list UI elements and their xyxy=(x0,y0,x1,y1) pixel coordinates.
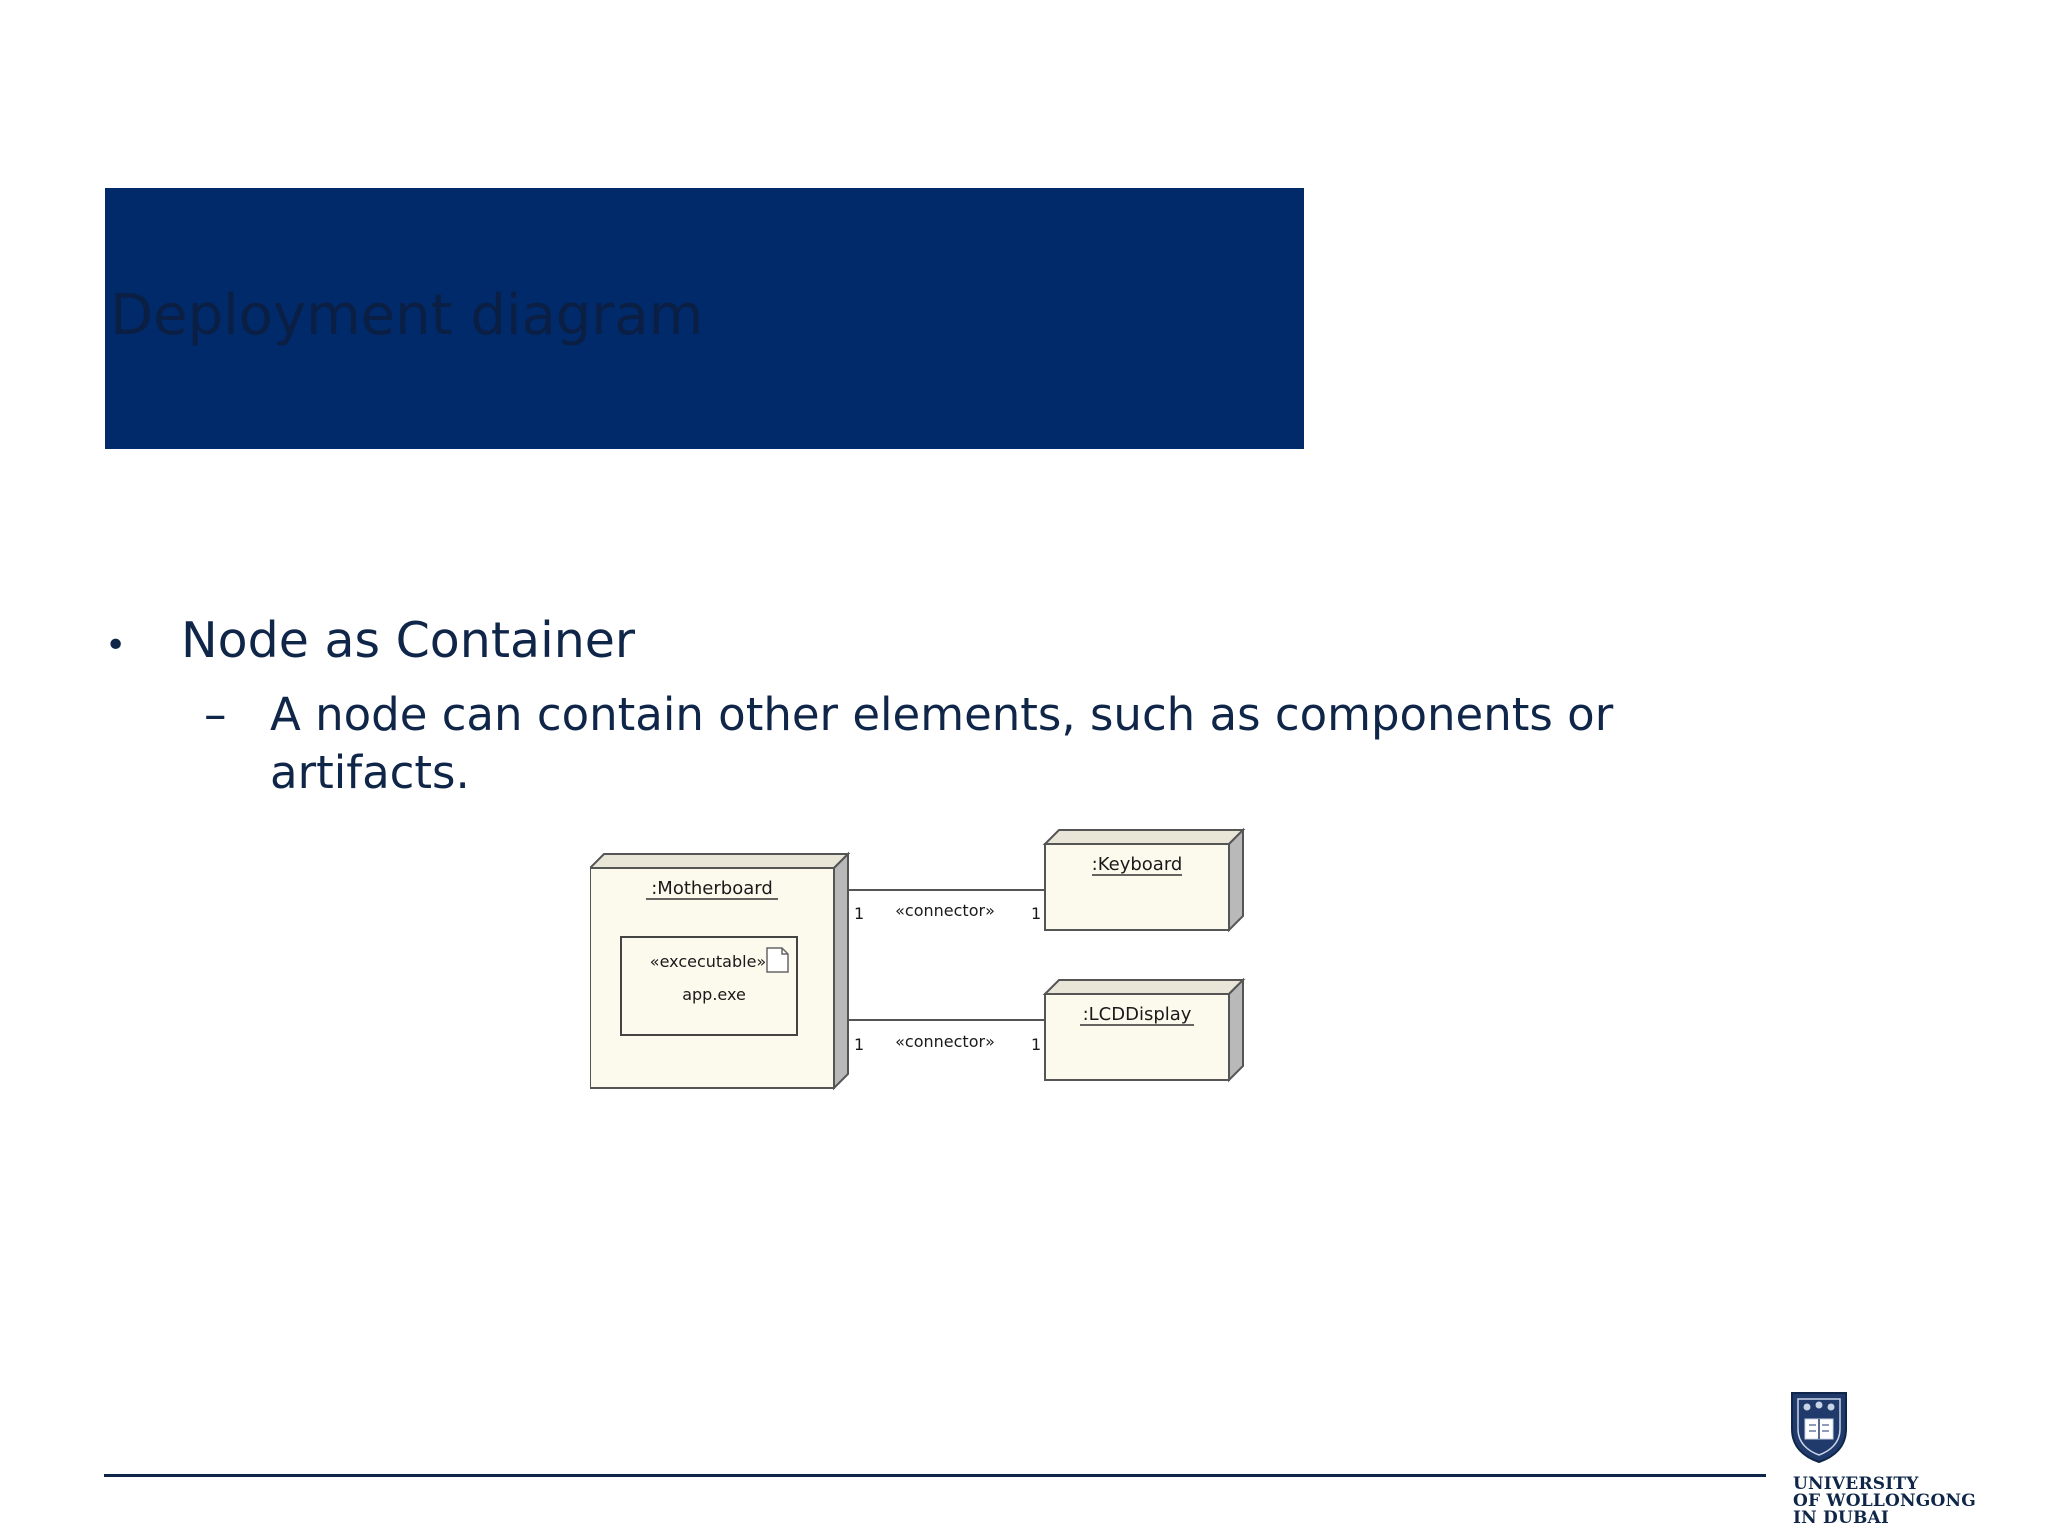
keyboard-label: :Keyboard xyxy=(1092,854,1183,875)
connector-bottom-mult-left: 1 xyxy=(854,1035,864,1054)
sub-bullet-text: A node can contain other elements, such … xyxy=(270,688,1614,799)
footer-divider xyxy=(104,1474,1766,1477)
bullet-marker: • xyxy=(105,625,127,666)
university-logo-text: UNIVERSITY OF WOLLONGONG IN DUBAI xyxy=(1793,1476,1976,1527)
lcd-display-label: :LCDDisplay xyxy=(1083,1004,1192,1025)
sub-bullet-item: – A node can contain other elements, suc… xyxy=(204,686,1750,802)
connector-top-label: «connector» xyxy=(895,901,995,920)
bullet-text: Node as Container xyxy=(181,612,636,669)
connector-top-mult-left: 1 xyxy=(854,904,864,923)
motherboard-label: :Motherboard xyxy=(651,878,773,899)
artifact-stereotype: «excecutable» xyxy=(650,952,766,971)
logo-line-2: OF WOLLONGONG xyxy=(1793,1491,1976,1511)
connector-top-mult-right: 1 xyxy=(1031,904,1041,923)
connector-bottom-label: «connector» xyxy=(895,1032,995,1051)
logo-line-3: IN DUBAI xyxy=(1793,1508,1890,1528)
connector-bottom: 1 «connector» 1 xyxy=(848,1019,1045,1054)
logo-line-1: UNIVERSITY xyxy=(1793,1474,1919,1494)
university-crest-icon xyxy=(1791,1392,1847,1463)
lcd-display-node: :LCDDisplay xyxy=(1042,977,1246,1083)
deployment-diagram: :Motherboard «excecutable» app.exe :Keyb… xyxy=(590,827,1246,1091)
connector-bottom-mult-right: 1 xyxy=(1031,1035,1041,1054)
artifact-app-exe: «excecutable» app.exe xyxy=(620,936,798,1036)
artifact-name: app.exe xyxy=(682,985,746,1004)
title-band xyxy=(105,188,1304,449)
keyboard-node: :Keyboard xyxy=(1042,827,1246,933)
artifact-document-icon xyxy=(766,947,789,973)
slide-title: Deployment diagram xyxy=(110,283,704,348)
bullet-item: • Node as Container xyxy=(105,612,635,669)
sub-bullet-marker: – xyxy=(204,688,227,741)
connector-top: 1 «connector» 1 xyxy=(848,889,1045,923)
